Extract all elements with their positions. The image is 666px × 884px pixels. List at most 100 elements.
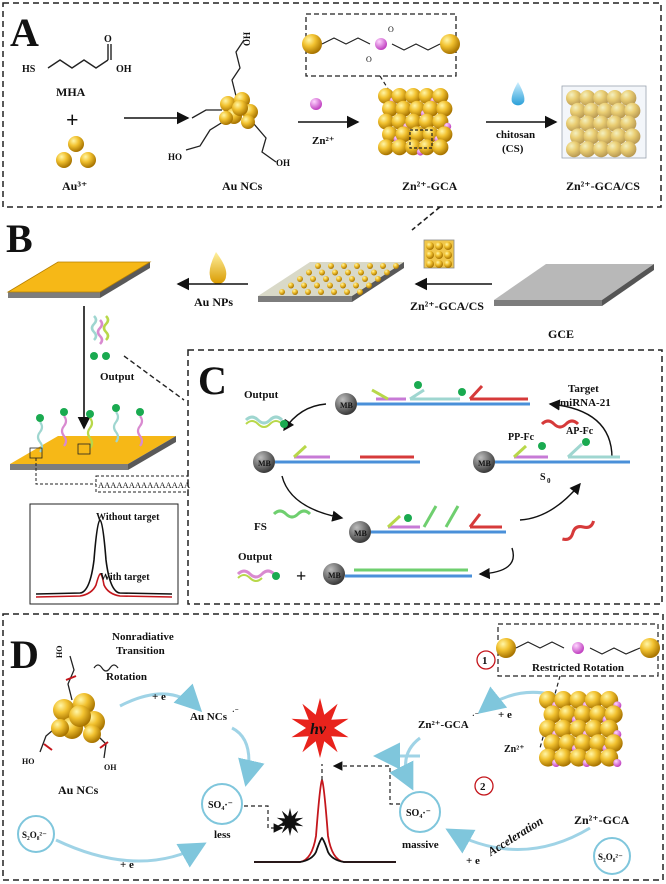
mha-label: MHA bbox=[56, 85, 86, 99]
dpv-plot-frame bbox=[29, 503, 179, 605]
panel-c-frame bbox=[187, 349, 663, 605]
without-target-label: Without target bbox=[96, 512, 160, 523]
mb-label-4: MB bbox=[354, 529, 368, 538]
mha-molecule: HS OH O bbox=[22, 34, 132, 75]
s2o8-left-label: S₂O₈²⁻ bbox=[22, 830, 47, 840]
with-target-label: With target bbox=[100, 572, 150, 583]
oh-top: OH bbox=[242, 32, 252, 46]
fs-strand-icon bbox=[272, 509, 312, 519]
polya-label: AAAAAAAAAAAAAAA bbox=[98, 480, 191, 490]
gca-radical: Zn²⁺-GCA bbox=[418, 719, 469, 731]
s2o8-left-bubble bbox=[17, 815, 55, 853]
au3-spheres bbox=[56, 136, 96, 168]
arrow-c3 bbox=[519, 482, 581, 521]
so4-right-label: SO₄·⁻ bbox=[406, 808, 431, 819]
step-two-badge bbox=[474, 776, 494, 796]
gca-cs-cube bbox=[561, 85, 647, 159]
ho-left: HO bbox=[168, 152, 182, 162]
gca-cs-label: Zn²⁺-GCA/CS bbox=[566, 179, 640, 193]
output-c2-label: Output bbox=[238, 551, 273, 563]
strong-ecl-peak bbox=[254, 777, 396, 863]
aunp-drop-icon bbox=[209, 252, 227, 284]
gca-cs-electrode bbox=[258, 262, 404, 302]
mb-label-1: MB bbox=[340, 401, 354, 410]
hs-label: HS bbox=[22, 64, 36, 75]
arrow-c5 bbox=[478, 547, 514, 580]
pp-fc-label: PP-Fc bbox=[508, 432, 535, 443]
mb-label-2: MB bbox=[258, 459, 272, 468]
callout-leader bbox=[35, 458, 96, 485]
s2o8-right-label: S₂O₈²⁻ bbox=[598, 852, 623, 862]
arrow-c4 bbox=[281, 475, 344, 522]
gca-cube-d bbox=[539, 691, 623, 768]
step-two-label: 2 bbox=[480, 781, 486, 793]
arrow-d4 bbox=[244, 805, 284, 833]
ho-d1: HO bbox=[55, 646, 64, 658]
plus-sign: + bbox=[66, 107, 79, 132]
a-to-b-link bbox=[411, 206, 441, 231]
output-c-label: Output bbox=[244, 389, 279, 401]
small-gca-cs-cube bbox=[423, 239, 455, 269]
target-label-2: miRNA-21 bbox=[560, 397, 611, 409]
output-strands-icon bbox=[90, 315, 110, 360]
nonradiative-arrow-icon bbox=[93, 664, 119, 672]
panel-a-frame bbox=[2, 2, 662, 208]
output-b-label: Output bbox=[100, 371, 135, 383]
inset-o1: O bbox=[366, 55, 372, 64]
ho-d2: HO bbox=[22, 757, 34, 766]
mb-complex-final bbox=[323, 563, 472, 585]
o-label: O bbox=[104, 34, 112, 45]
panel-d-frame bbox=[2, 613, 664, 881]
zn-d-label: Zn²⁺ bbox=[504, 744, 525, 755]
strong-hv-label: hν bbox=[310, 721, 327, 738]
gce-electrode bbox=[494, 264, 654, 306]
target-label-1: Target bbox=[568, 383, 599, 395]
zn-label: Zn²⁺ bbox=[312, 135, 335, 147]
chitosan-drop-icon bbox=[511, 82, 525, 106]
gca-cube bbox=[378, 88, 453, 156]
so4-left-bubble bbox=[201, 783, 243, 825]
pluse-d3: + e bbox=[498, 709, 512, 721]
arrow-c1 bbox=[283, 403, 327, 432]
acceleration-label: Acceleration bbox=[484, 813, 546, 859]
callout-box-2 bbox=[77, 443, 91, 455]
s2o8-right-bubble bbox=[593, 837, 631, 875]
target-mirna-icon bbox=[540, 419, 580, 429]
mb-complex-top bbox=[335, 381, 530, 415]
chitosan-label: chitosan bbox=[496, 129, 535, 141]
weak-hv-label: hν bbox=[282, 819, 290, 828]
linker-inset-content: O O bbox=[302, 25, 460, 64]
massive-label: massive bbox=[402, 839, 439, 851]
rotation-label: Rotation bbox=[106, 671, 147, 683]
oh-right: OH bbox=[276, 158, 290, 168]
mb-complex-bottom bbox=[349, 505, 506, 543]
fs-label: FS bbox=[254, 521, 267, 533]
au-nc-with-ligands: OH HO OH bbox=[168, 32, 290, 168]
s0-sub: 0 bbox=[547, 477, 551, 485]
zn-ion-icon bbox=[310, 98, 322, 110]
mb-label-5: MB bbox=[328, 571, 342, 580]
step-one-badge bbox=[476, 650, 496, 670]
output-strand-c2 bbox=[236, 569, 280, 582]
plus-c: + bbox=[296, 566, 306, 586]
au-nc-rotating: HO HO OH bbox=[22, 646, 117, 772]
oh-label: OH bbox=[116, 64, 132, 75]
gca-radical-sup: ·⁻ bbox=[472, 711, 479, 720]
weak-ecl-peak bbox=[254, 836, 396, 863]
au3-label: Au³⁺ bbox=[62, 179, 87, 193]
dna-electrode bbox=[10, 404, 176, 470]
released-target-icon bbox=[562, 520, 596, 541]
restricted-inset-content bbox=[496, 638, 660, 658]
weak-emission-icon bbox=[276, 808, 304, 836]
panel-a-letter: A bbox=[10, 10, 39, 55]
arrow-d1 bbox=[119, 683, 203, 713]
panel-d-letter: D bbox=[10, 632, 39, 677]
arrow-d5 bbox=[332, 761, 414, 805]
arrow-d3 bbox=[55, 838, 207, 868]
arrow-c2 bbox=[548, 399, 613, 459]
gca-label: Zn²⁺-GCA bbox=[402, 179, 458, 193]
ap-fc-label: AP-Fc bbox=[566, 426, 594, 437]
gold-electrode bbox=[6, 261, 152, 298]
au-nc-radical: Au NCs bbox=[190, 711, 228, 723]
